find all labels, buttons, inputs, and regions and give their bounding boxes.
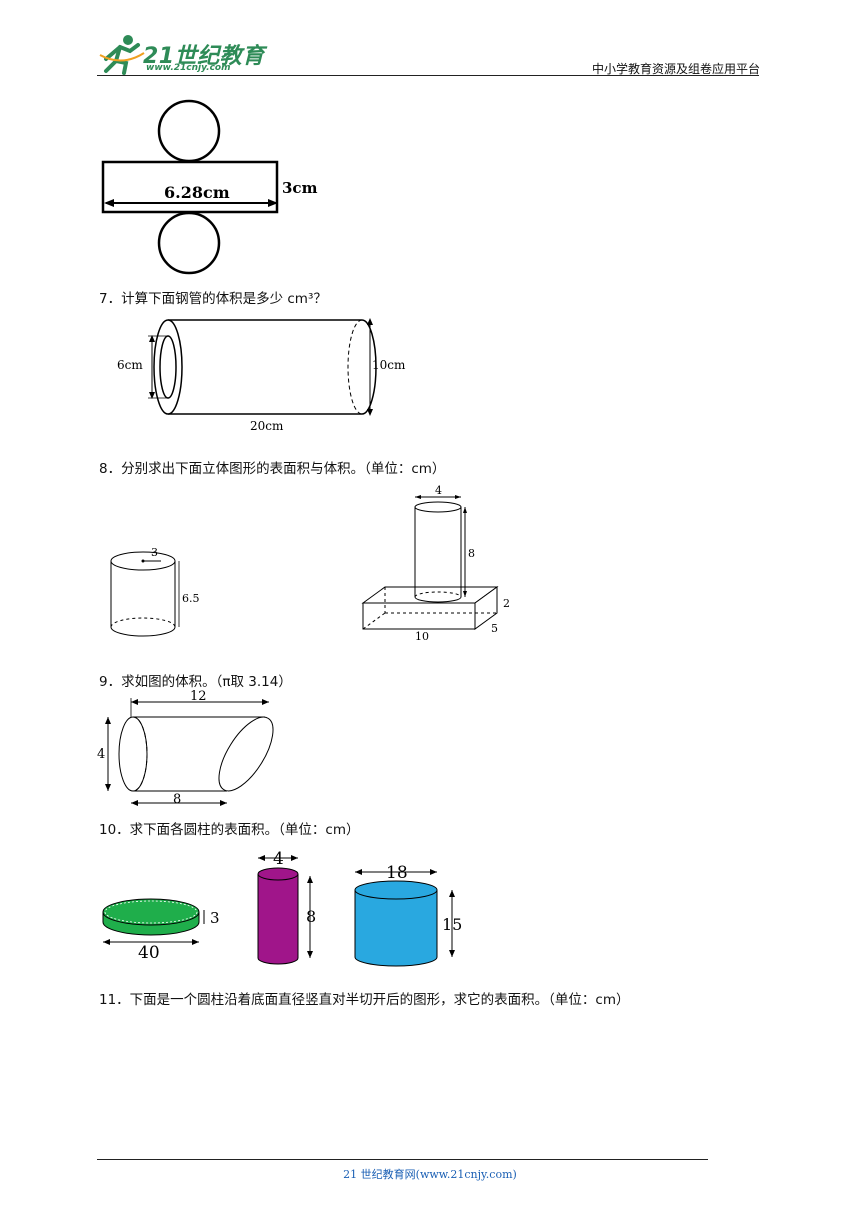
- footer-divider: [97, 1159, 708, 1160]
- slanted-bottom-len-label: 8: [173, 792, 181, 807]
- green-diam-label: 40: [138, 943, 160, 963]
- footer-link[interactable]: 21 世纪教育网(www.21cnjy.com): [343, 1168, 517, 1181]
- slanted-cylinder-figure: 12 4 8: [97, 690, 274, 807]
- steel-pipe-figure: 6cm 10cm 20cm: [117, 318, 406, 433]
- green-height-label: 3: [210, 909, 220, 927]
- question-11: 11．下面是一个圆柱沿着底面直径竖直对半切开后的图形，求它的表面积。（单位：cm…: [99, 992, 630, 1008]
- logo-text: 21世纪教育: [143, 44, 265, 69]
- question-9: 9．求如图的体积。（π取 3.14）: [99, 674, 292, 690]
- box-width-label: 5: [491, 622, 498, 635]
- small-cyl-radius-label: 3: [151, 546, 158, 559]
- net-width-label: 6.28cm: [164, 183, 230, 202]
- small-cylinder-figure: 3 6.5: [110, 546, 200, 637]
- slanted-top-len-label: 12: [190, 690, 207, 704]
- top-cyl-height-label: 8: [468, 547, 475, 560]
- purple-diam-label: 4: [273, 850, 284, 869]
- purple-height-label: 8: [306, 907, 316, 926]
- box-height-label: 2: [503, 597, 510, 610]
- logo: [96, 33, 266, 77]
- cylinder-net-figure: 6.28cm 3cm: [101, 99, 318, 275]
- box-length-label: 10: [415, 630, 429, 643]
- header-platform-text: 中小学教育资源及组卷应用平台: [591, 62, 760, 76]
- runner-logo-icon: [99, 35, 145, 75]
- blue-diam-label: 18: [386, 863, 408, 883]
- three-cylinders-figure: 40 3 4 8 18 15: [102, 850, 462, 967]
- question-10: 10．求下面各圆柱的表面积。（单位：cm）: [99, 822, 360, 838]
- small-cyl-height-label: 6.5: [182, 592, 200, 605]
- cylinder-on-box-figure: 4 8 2 5 10: [361, 485, 510, 643]
- net-height-label: 3cm: [282, 179, 318, 197]
- question-8: 8．分别求出下面立体图形的表面积与体积。（单位：cm）: [99, 461, 446, 477]
- question-7: 7．计算下面钢管的体积是多少 cm³？: [99, 291, 327, 307]
- top-cyl-diam-label: 4: [435, 485, 442, 497]
- header-divider: [97, 75, 759, 76]
- logo-url: www.21cnjy.com: [146, 63, 231, 73]
- pipe-length-label: 20cm: [250, 419, 284, 433]
- pipe-outer-label: 10cm: [372, 358, 406, 372]
- blue-height-label: 15: [442, 915, 462, 934]
- slanted-diam-label: 4: [97, 747, 105, 762]
- pipe-inner-label: 6cm: [117, 358, 143, 372]
